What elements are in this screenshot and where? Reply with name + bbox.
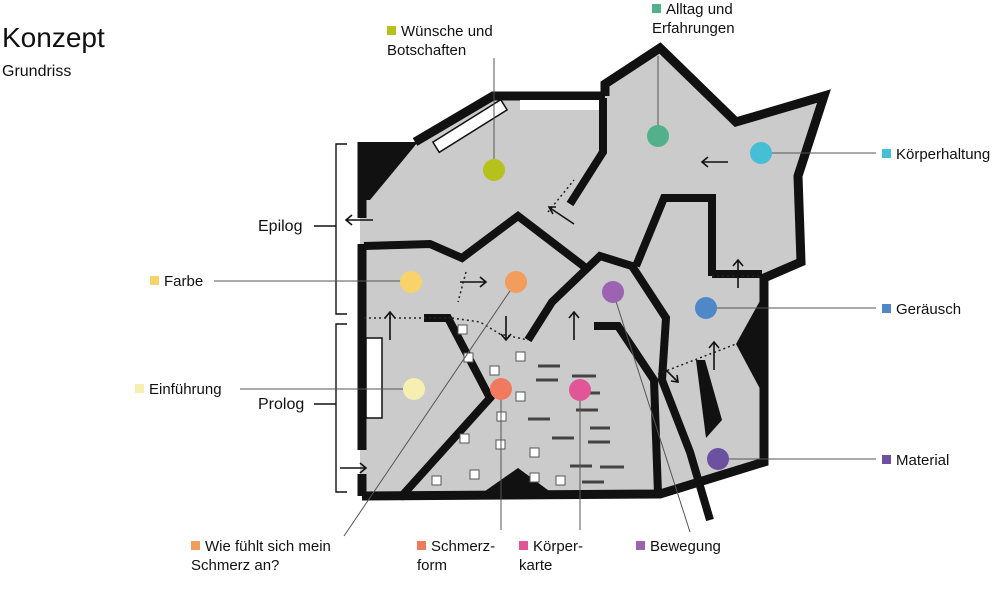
- page-title: Konzept: [2, 22, 105, 53]
- legend-swatch-bewegung: [636, 541, 645, 550]
- legend-swatch-einfuehrung: [135, 384, 144, 393]
- point-koerperhaltung: [750, 142, 772, 164]
- page-subtitle: Grundriss: [2, 63, 72, 80]
- legend-swatch-schmerzform: [417, 541, 426, 550]
- point-bewegung: [602, 281, 624, 303]
- window-left: [365, 337, 383, 419]
- label-wuensche: Wünsche und Botschaften: [387, 23, 493, 59]
- zone-label-prolog: Prolog: [258, 396, 305, 413]
- legend-swatch-geraeusch: [882, 304, 891, 313]
- corner-block-top-left: [358, 142, 418, 200]
- station-points: [400, 125, 772, 470]
- corner-block-right: [736, 290, 766, 400]
- point-farbe: [400, 271, 422, 293]
- corner-block-bottom: [478, 468, 556, 496]
- label-bewegung: Bewegung: [636, 537, 721, 556]
- label-wie: Wie fühlt sich mein Schmerz an?: [191, 538, 331, 574]
- zone-brackets: [314, 143, 347, 493]
- label-material: Material: [882, 451, 949, 470]
- point-wuensche: [483, 159, 505, 181]
- wall-spike: [696, 360, 722, 438]
- leader-lines: [214, 56, 876, 537]
- label-farbe: Farbe: [150, 272, 203, 291]
- legend-swatch-koerperkarte: [519, 541, 528, 550]
- point-alltag: [647, 125, 669, 147]
- point-schmerzform: [490, 378, 512, 400]
- point-koerperkarte: [569, 379, 591, 401]
- legend-swatch-wuensche: [387, 26, 396, 35]
- window-top: [431, 98, 509, 154]
- label-koerperkarte: Körper- karte: [519, 538, 584, 574]
- point-einfuehrung: [403, 378, 425, 400]
- point-material: [707, 448, 729, 470]
- zone-label-epilog: Epilog: [258, 218, 303, 235]
- label-koerperhaltung: Körperhaltung: [882, 145, 990, 164]
- label-alltag: Alltag und Erfahrungen: [652, 1, 735, 37]
- label-schmerzform: Schmerz- form: [417, 538, 496, 574]
- legend-swatch-material: [882, 455, 891, 464]
- point-wie: [505, 271, 527, 293]
- point-geraeusch: [695, 297, 717, 319]
- legend-swatch-koerperhaltung: [882, 149, 891, 158]
- window-top-right: [520, 100, 600, 110]
- direction-arrows: [340, 156, 744, 474]
- label-geraeusch: Geräusch: [882, 300, 961, 319]
- legend-swatch-alltag: [652, 4, 661, 13]
- outer-walls: [357, 42, 831, 501]
- label-einfuehrung: Einführung: [135, 380, 222, 399]
- legend-swatch-farbe: [150, 276, 159, 285]
- legend-swatch-wie: [191, 541, 200, 550]
